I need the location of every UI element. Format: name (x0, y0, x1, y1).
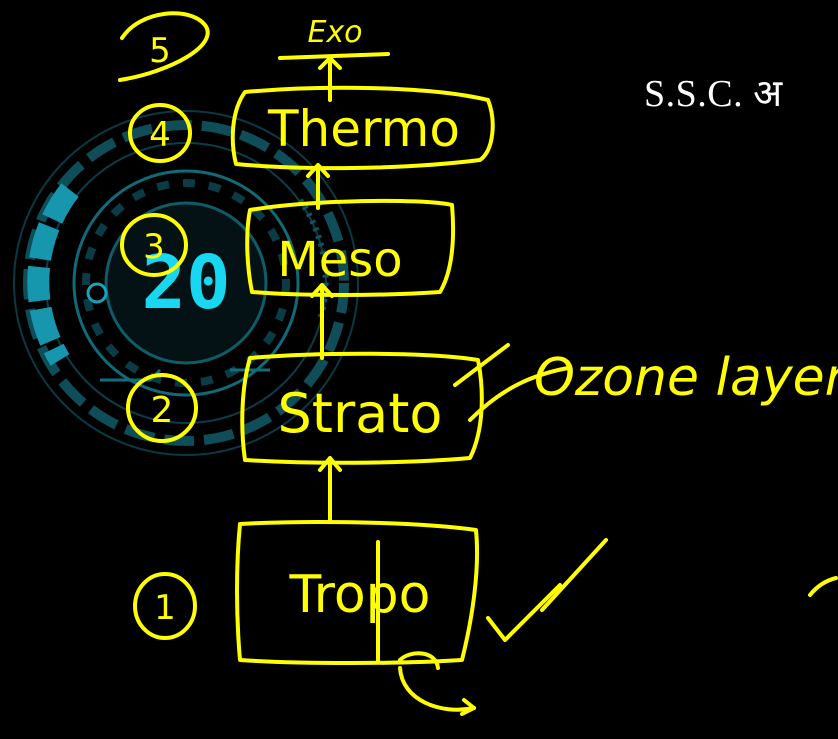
step-3-number: 3 (143, 227, 165, 267)
ozone-layer-annotation: Ozone layer (534, 348, 838, 408)
step-2-label: Strato (278, 382, 443, 445)
arrow-up-icon (306, 163, 330, 210)
step-1-box (235, 520, 480, 665)
underline (278, 52, 390, 60)
step-3-label: Meso (277, 232, 402, 288)
step-1-number: 1 (154, 588, 176, 628)
step-5-number: 5 (149, 31, 171, 71)
countdown-timer-dial-icon: 20 (13, 110, 359, 456)
step-1-label: Tropo (289, 565, 431, 625)
arrow-up-icon (318, 56, 342, 102)
arrow-up-icon (318, 456, 342, 522)
step-3: 3 Meso (120, 198, 456, 297)
step-4: 4 Thermo (128, 85, 495, 171)
step-2-number: 2 (151, 390, 174, 431)
step-3-box (245, 198, 456, 297)
step-2-box (240, 351, 484, 465)
annotation-text: Ozone layer (534, 348, 838, 408)
step-4-label: Thermo (267, 100, 460, 158)
page-heading: S.S.C. अ (644, 73, 783, 115)
step-2: 2 Strato (126, 351, 484, 465)
arrow-up-icon (310, 283, 334, 360)
step-1: 1 Tropo (133, 520, 480, 665)
step-5: 5 Exo (118, 11, 390, 82)
step-4-number: 4 (149, 115, 171, 155)
step-5-label: Exo (307, 15, 362, 50)
step-4-box (230, 85, 495, 171)
checkmark-icon (486, 583, 562, 642)
